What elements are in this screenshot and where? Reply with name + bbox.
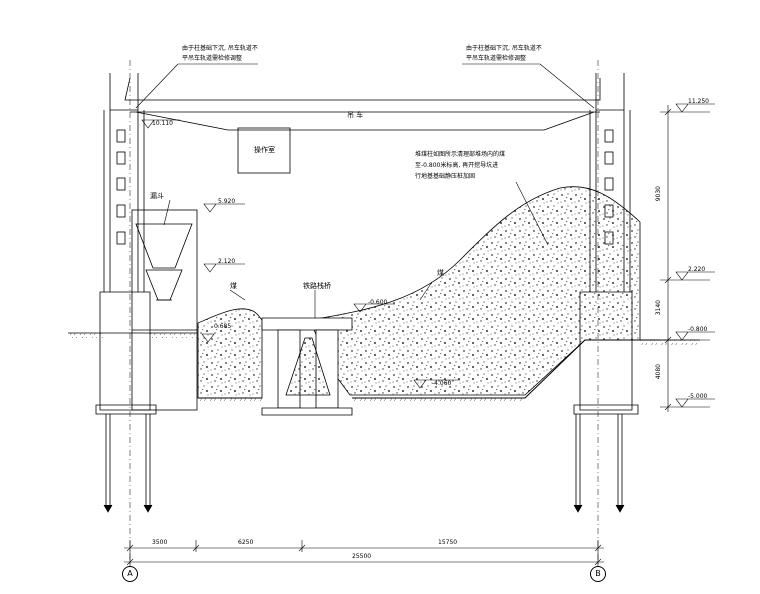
rail-trestle-label: 铁路栈桥: [303, 282, 331, 290]
leader-lines: [135, 63, 595, 318]
coal-left-label: 煤: [230, 282, 237, 290]
elevation-bottom: -5.000: [688, 393, 708, 400]
note-left-line2: 平吊车轨道需检修调整: [182, 55, 243, 62]
dim-vertical-upper: 9030: [655, 186, 662, 202]
operator-room-label: 操作室: [254, 146, 275, 154]
coal-pile-right: [309, 186, 641, 396]
axis-b-label: B: [590, 566, 606, 582]
dim-vertical-lower: 4080: [655, 364, 662, 380]
dimension-lines-vertical: [660, 105, 710, 412]
dim-horizontal-total: 25500: [352, 553, 372, 560]
elevation-hopper-mid: 2.120: [218, 258, 236, 265]
note-pile-line3: 行地基基础静压桩加固: [415, 173, 476, 180]
axis-lines: [129, 60, 599, 566]
note-pile-line2: 至-0.800米标高, 再开挖导坑进: [415, 162, 499, 169]
dim-horizontal-right: 15750: [438, 539, 458, 546]
elevation-top: 11.250: [688, 98, 709, 105]
dim-horizontal-middle: 6250: [238, 539, 254, 546]
axis-a-label: A: [122, 566, 138, 582]
elevation-markers: [141, 103, 715, 408]
elevation-floor: -4.060: [432, 380, 452, 387]
hopper-structure: [131, 209, 198, 411]
dim-vertical-middle: 3140: [655, 300, 662, 316]
piles: [103, 414, 625, 513]
dim-horizontal-left: 3500: [152, 539, 168, 546]
elevation-coal-middle: -0.600: [368, 299, 388, 306]
note-pile-line1: 堆煤柱如图所示清理部堆场内的煤: [415, 151, 506, 158]
note-right-line1: 由于柱基础下沉, 吊车轨道不: [466, 45, 542, 52]
crane-girder: [124, 77, 601, 131]
elevation-coal-left: 0.685: [214, 323, 232, 330]
note-left-line1: 由于柱基础下沉, 吊车轨道不: [182, 45, 258, 52]
elevation-hopper-top: 5.920: [218, 198, 236, 205]
elevation-ground: -0.800: [688, 326, 708, 333]
note-right-line2: 平吊车轨道需检修调整: [466, 55, 527, 62]
crane-label: 吊 车: [347, 111, 364, 119]
elevation-mid: 2.220: [688, 266, 706, 273]
left-column: [95, 73, 157, 415]
dimension-lines-horizontal: [124, 540, 604, 568]
operator-room: [237, 127, 291, 174]
hopper-label: 漏斗: [150, 192, 164, 200]
elevation-crane-rail: 10.110: [152, 120, 173, 127]
coal-mass-left: [197, 308, 263, 399]
rail-trestle: [261, 317, 353, 416]
coal-right-label: 煤: [437, 269, 444, 277]
